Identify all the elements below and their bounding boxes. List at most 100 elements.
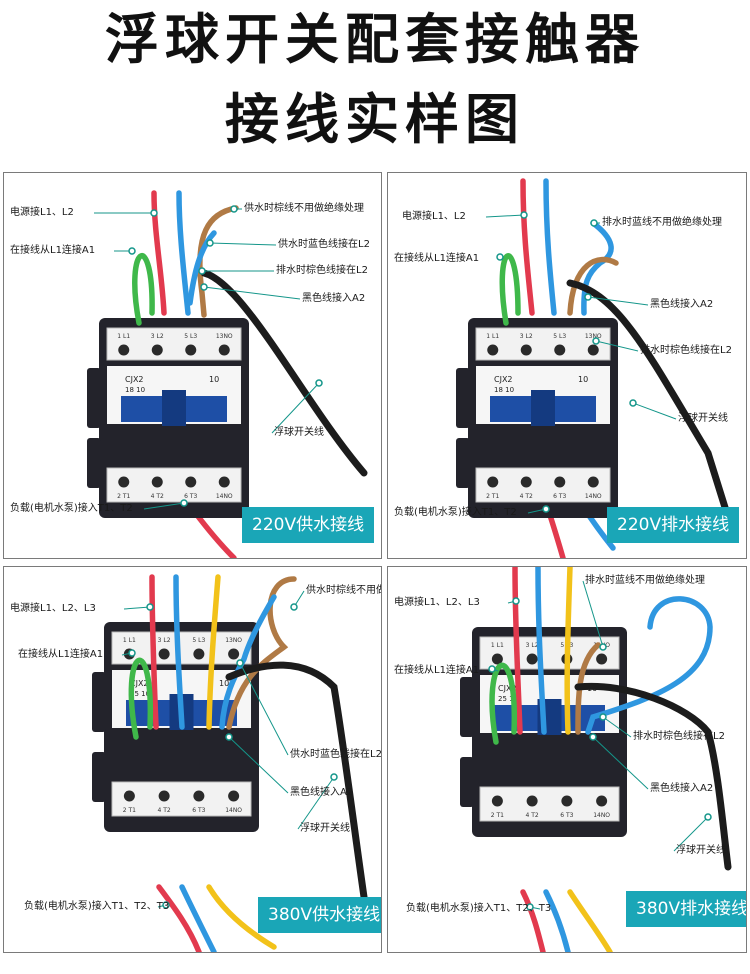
green-wire xyxy=(499,253,521,326)
blue-wire xyxy=(176,190,191,316)
top-terminal-label: 5 L3 xyxy=(192,637,205,644)
green-wire xyxy=(128,657,154,740)
bottom-terminal-label: 2 T1 xyxy=(123,807,136,814)
callout-label: 黑色线接入A2 xyxy=(302,293,366,304)
terminal-screw xyxy=(123,790,135,802)
top-terminal-label: 1 L1 xyxy=(117,333,130,340)
red-wire xyxy=(512,567,523,735)
terminal-screw xyxy=(520,344,532,356)
callout-label: 电源接L1、L2 xyxy=(402,211,466,222)
callout-label: 负载(电机水泵)接入T1、T2、T3 xyxy=(406,903,552,914)
blue-wire xyxy=(173,574,185,730)
callout-label: 在接线从L1连接A1 xyxy=(10,245,96,256)
wiring-mode-badge: 220V排水接线 xyxy=(607,507,740,543)
leader-dot xyxy=(180,499,188,507)
bottom-terminal-strip xyxy=(111,781,252,817)
terminal-screw xyxy=(520,476,532,488)
leader-dot xyxy=(230,205,238,213)
mount-ear-right xyxy=(456,438,470,488)
bottom-terminal-label: 14NO xyxy=(225,807,242,814)
bottom-terminal-label: 6 T3 xyxy=(184,493,197,500)
brown-wire xyxy=(226,576,297,730)
terminal-screw xyxy=(554,476,566,488)
blue-wire xyxy=(543,889,571,952)
terminal-screw xyxy=(151,476,163,488)
leader-line xyxy=(203,286,301,300)
leader-line xyxy=(595,340,639,352)
leader-line xyxy=(592,736,649,790)
leader-dot xyxy=(330,773,338,781)
leader-line xyxy=(228,736,289,794)
leader-dot xyxy=(592,337,600,345)
mount-ear-right xyxy=(87,438,101,488)
leader-line xyxy=(123,606,151,610)
blue-wire xyxy=(543,178,557,316)
terminal-screw xyxy=(158,648,170,660)
mount-ear-left xyxy=(87,368,101,428)
red-wire xyxy=(156,884,202,952)
callout-label: 供水时蓝色线接在L2 xyxy=(278,239,370,250)
terminal-screw xyxy=(218,476,230,488)
wires-top xyxy=(499,178,737,537)
black-wire xyxy=(225,661,368,901)
callout-label: 黑色线接入A2 xyxy=(650,783,714,794)
page-title: 浮球开关配套接触器 xyxy=(105,8,645,71)
leader-line xyxy=(143,502,185,510)
leader-dot xyxy=(315,379,323,387)
terminal-screw xyxy=(491,795,503,807)
red-wire xyxy=(151,190,167,316)
wires-top xyxy=(489,567,732,871)
brown-wire xyxy=(197,205,239,318)
bottom-terminal-strip xyxy=(106,467,242,503)
leader-line xyxy=(582,580,604,648)
leader-line xyxy=(239,662,289,756)
leader-dot xyxy=(146,603,154,611)
terminal-screw xyxy=(554,344,566,356)
callout-label: 电源接L1、L2 xyxy=(10,207,74,218)
callout-label: 浮球开关线 xyxy=(678,413,728,424)
leader-dot xyxy=(512,597,520,605)
bottom-terminal-label: 14NO xyxy=(585,493,602,500)
bottom-terminal-strip xyxy=(479,786,620,822)
callout-label: 在接线从L1连接A1 xyxy=(394,253,480,264)
leader-line xyxy=(673,816,709,852)
leader-dot xyxy=(599,643,607,651)
blue-wire xyxy=(585,596,713,735)
blue-wire xyxy=(219,594,277,730)
callout-label: 黑色线接入A2 xyxy=(650,299,714,310)
terminal-screw xyxy=(193,648,205,660)
callout-label: 排水时棕色线接在L2 xyxy=(633,731,725,742)
terminal-screw xyxy=(218,344,230,356)
callout-label: 供水时棕线不用做绝缘处理 xyxy=(244,203,364,214)
leader-dot xyxy=(496,253,504,261)
top-terminal-label: 5 L3 xyxy=(184,333,197,340)
terminal-screw xyxy=(526,653,538,665)
top-terminal-label: 13NO xyxy=(585,333,602,340)
red-wire xyxy=(520,178,535,316)
contact-number-label: 10 xyxy=(219,679,229,688)
leader-dot xyxy=(290,603,298,611)
terminal-screw xyxy=(587,344,599,356)
bottom-terminal-label: 2 T1 xyxy=(491,812,504,819)
callout-label: 负载(电机水泵)接入T1、T2 xyxy=(10,503,133,514)
mount-ear-left xyxy=(460,677,474,737)
top-terminal-label: 3 L2 xyxy=(158,637,171,644)
leader-lines xyxy=(121,590,338,909)
terminal-screw xyxy=(491,653,503,665)
leader-dot xyxy=(162,901,170,909)
green-wire xyxy=(489,662,518,745)
leader-dot xyxy=(542,505,550,513)
blue-wire xyxy=(179,884,217,952)
yellow-wire xyxy=(206,884,277,950)
top-terminal-strip xyxy=(111,631,252,665)
black-wire xyxy=(574,682,732,871)
leader-dot xyxy=(128,247,136,255)
leader-dot xyxy=(629,399,637,407)
contact-number-label: 10 xyxy=(578,375,588,384)
blue-wire xyxy=(535,567,547,735)
